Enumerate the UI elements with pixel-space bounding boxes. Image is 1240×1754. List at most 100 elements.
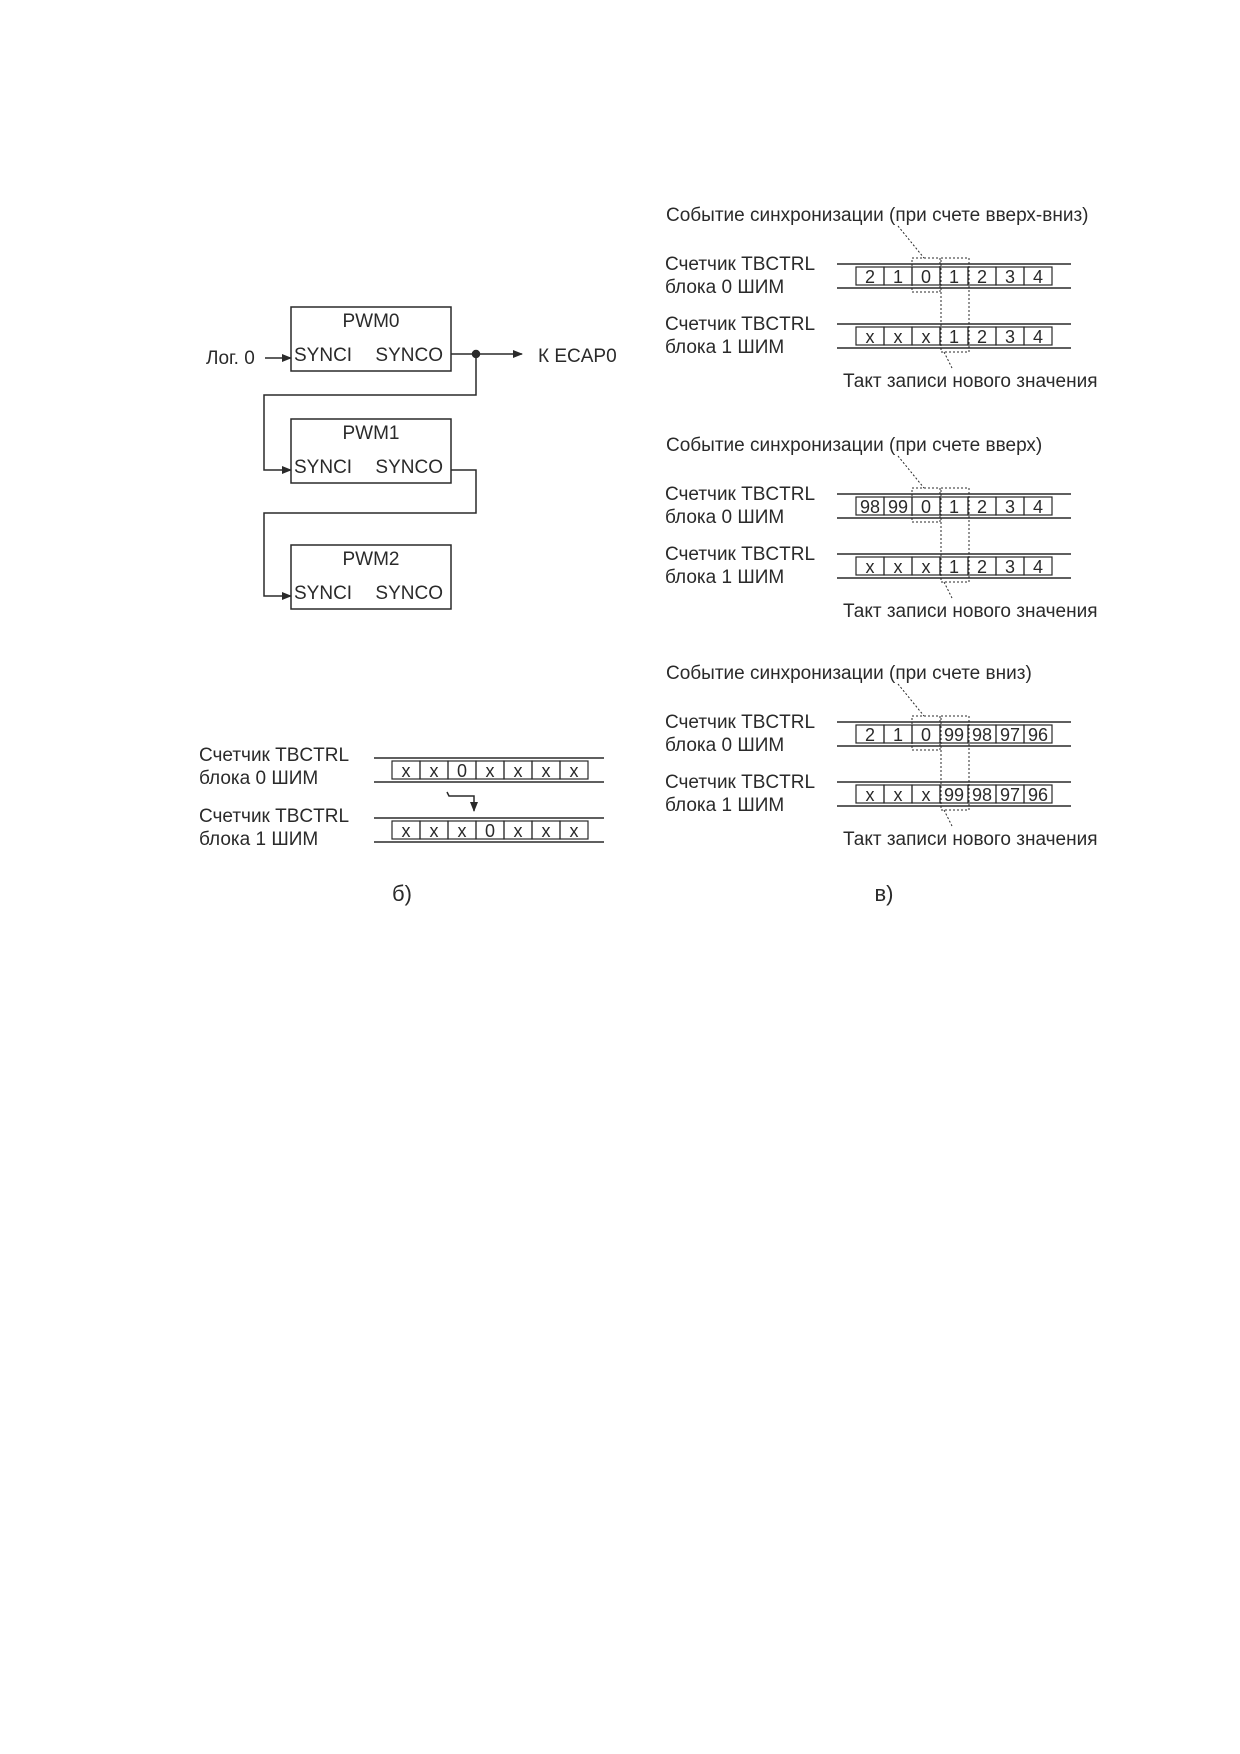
panel-b-sync-arrow: [446, 791, 478, 812]
pwm0-synco: SYNCO: [375, 345, 443, 366]
pwm0-title: PWM0: [343, 311, 400, 332]
panel-v-group0-event-leader: [897, 225, 925, 259]
panel-v-group2-write-label: Такт записи нового значения: [843, 829, 1097, 850]
panel-v-group2-row0-cell-value: 0: [921, 725, 931, 745]
panel-v-group2-write-leader: [943, 809, 953, 827]
pwm2-synco: SYNCO: [375, 583, 443, 604]
pwm2-synci: SYNCI: [294, 583, 352, 604]
panel-v-group1-row1-cell-value: 4: [1033, 557, 1043, 577]
panel-v-group2-row1-cell-value: 99: [944, 785, 964, 805]
panel-v-group1-row0-cell-value: 2: [977, 497, 987, 517]
panel-v-group1-row0-cell-value: 4: [1033, 497, 1043, 517]
panel-v-group0-row0-label-line2: блока 0 ШИМ: [665, 277, 784, 298]
panel-b-row0-label-line1: Счетчик TBCTRL: [199, 745, 349, 766]
panel-v: Событие синхронизации (при счете вверх-в…: [665, 205, 1097, 906]
pwm2-block: [290, 544, 452, 610]
panel-v-group0-row1-cell-box: [1023, 326, 1053, 346]
panel-v-group1-row1-cell-value: 3: [1005, 557, 1015, 577]
panel-b-row1-cell-value: x: [542, 821, 551, 841]
panel-v-group1-row0-cell-box: [1023, 496, 1053, 516]
panel-v-group0-write-leader: [943, 351, 953, 369]
panel-v-group0-row1-cell-value: x: [894, 327, 903, 347]
panel-v-group0-row0-cell-box: [1023, 266, 1053, 286]
panel-v-group2-event-label: Событие синхронизации (при счете вниз): [666, 663, 1032, 684]
panel-v-group0-row0-cell-value: 2: [977, 267, 987, 287]
panel-v-group0-row0-cell-value: 1: [949, 267, 959, 287]
panel-v-group1-row1-cell-value: x: [922, 557, 931, 577]
panel-v-groups: Событие синхронизации (при счете вверх-в…: [665, 205, 1097, 850]
panel-v-group2-row0-cell-value: 1: [893, 725, 903, 745]
panel-v-group0-row1-cell-value: x: [866, 327, 875, 347]
panel-v-group0-write-label: Такт записи нового значения: [843, 371, 1097, 392]
panel-v-group0-row0-label-line1: Счетчик TBCTRL: [665, 254, 815, 275]
panel-v-group2-row0-label-line1: Счетчик TBCTRL: [665, 712, 815, 733]
panel-v-group2-row1-cell-box: [1023, 784, 1053, 804]
panel-v-group1-row1-cell-value: 1: [949, 557, 959, 577]
panel-v-group1-row0-cell-value: 99: [888, 497, 908, 517]
panel-b-caption: б): [392, 881, 412, 906]
panel-b-row0-cell-value: x: [430, 761, 439, 781]
panel-v-group0-row1-cell-value: 3: [1005, 327, 1015, 347]
panel-v-group2-row0-cell-value: 97: [1000, 725, 1020, 745]
panel-v-group1-row1-cell-value: x: [866, 557, 875, 577]
panel-b-row0-cell-box: [559, 760, 589, 780]
panel-b-row0-cell-value: x: [486, 761, 495, 781]
panel-v-group: Событие синхронизации (при счете вверх-в…: [665, 205, 1097, 392]
panel-v-group2-row1-cell-value: x: [866, 785, 875, 805]
panel-v-group1-event-label: Событие синхронизации (при счете вверх): [666, 435, 1042, 456]
panel-v-group0-event-label: Событие синхронизации (при счете вверх-в…: [666, 205, 1089, 226]
panel-v-group2-row1-label-line1: Счетчик TBCTRL: [665, 772, 815, 793]
panel-v-group1-row1-label-line1: Счетчик TBCTRL: [665, 544, 815, 565]
sync-wire-1-2: [263, 469, 477, 600]
panel-v-group0-row0-cell-value: 2: [865, 267, 875, 287]
panel-v-group0-sync-event-marker: [911, 257, 941, 293]
panel-b-row1-cell-box: [559, 820, 589, 840]
panel-b-row0-cell-value: x: [402, 761, 411, 781]
panel-v-group2-row1-cell-value: 98: [972, 785, 992, 805]
panel-b-row1-cell-value: x: [458, 821, 467, 841]
panel-b-row1-cell-value: x: [430, 821, 439, 841]
panel-v-group2-row1-cell-value: 96: [1028, 785, 1048, 805]
pwm1-block: [290, 418, 452, 484]
pwm0-synci: SYNCI: [294, 345, 352, 366]
panel-v-group1-write-leader: [943, 581, 953, 599]
pwm1-synco: SYNCO: [375, 457, 443, 478]
panel-v-group0-write-clock-marker: [940, 257, 970, 353]
panel-v-group: Событие синхронизации (при счете вниз) Сч…: [665, 663, 1097, 850]
panel-v-group1-write-clock-marker: [940, 487, 970, 583]
panel-b-row0-label-line2: блока 0 ШИМ: [199, 768, 318, 789]
panel-v-group1-row1-label-line2: блока 1 ШИМ: [665, 567, 784, 588]
panel-b-row0-cell-value: x: [542, 761, 551, 781]
panel-v-group2-row0-cell-value: 98: [972, 725, 992, 745]
panel-v-group0-row0-cell-value: 0: [921, 267, 931, 287]
panel-b-row1-cell-value: x: [402, 821, 411, 841]
panel-v-group0-row0-cell-value: 1: [893, 267, 903, 287]
panel-v-group0-row1-cell-value: 1: [949, 327, 959, 347]
panel-v-group0-row1-label-line2: блока 1 ШИМ: [665, 337, 784, 358]
panel-v-group2-row0-cell-value: 99: [944, 725, 964, 745]
panel-v-group1-row0-label-line2: блока 0 ШИМ: [665, 507, 784, 528]
panel-v-group1-row0-cell-value: 3: [1005, 497, 1015, 517]
panel-v-group1-row1-cell-value: 2: [977, 557, 987, 577]
input-label: Лог. 0: [206, 348, 255, 369]
panel-v-group0-row1-cell-value: 4: [1033, 327, 1043, 347]
panel-v-group2-row1-label-line2: блока 1 ШИМ: [665, 795, 784, 816]
panel-v-group1-event-leader: [897, 455, 925, 489]
panel-v-group1-row0-cell-value: 1: [949, 497, 959, 517]
panel-v-group2-row0-cell-value: 2: [865, 725, 875, 745]
panel-v-group2-row1-cell-value: x: [894, 785, 903, 805]
panel-b-row1-label-line2: блока 1 ШИМ: [199, 829, 318, 850]
panel-b-row0-cell-value: x: [514, 761, 523, 781]
sync-wire-0-1: [263, 354, 477, 474]
panel-v-group1-write-label: Такт записи нового значения: [843, 601, 1097, 622]
panel-v-group0-row0-cell-value: 4: [1033, 267, 1043, 287]
panel-v-group2-row0-label-line2: блока 0 ШИМ: [665, 735, 784, 756]
pwm1-synci: SYNCI: [294, 457, 352, 478]
panel-v-group2-row0-cell-value: 96: [1028, 725, 1048, 745]
output-label: К ECAP0: [538, 346, 617, 367]
panel-v-caption: в): [874, 881, 893, 906]
panel-v-group2-event-leader: [897, 683, 925, 717]
